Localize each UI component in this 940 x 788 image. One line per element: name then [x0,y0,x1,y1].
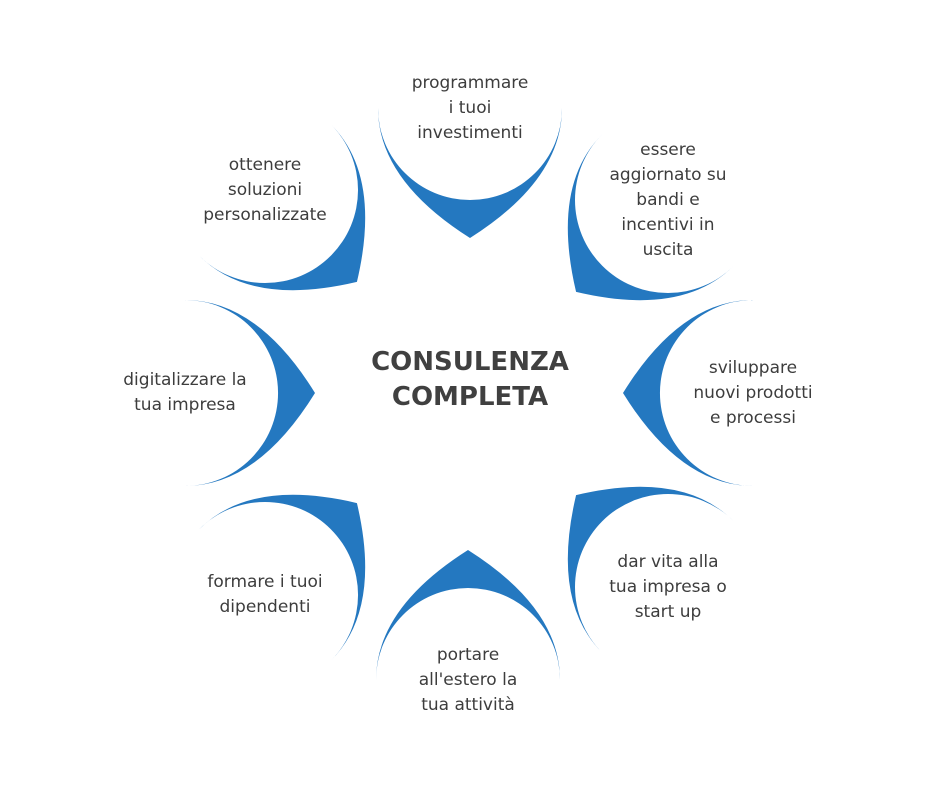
pin-lower-right [567,486,745,664]
pin-left [108,300,315,487]
pin-label-lower-right: dar vita alla tua impresa o start up [609,551,727,622]
center-title: CONSULENZA COMPLETA [371,347,569,412]
pin-label-upper-right: essere aggiornato su bandi e incentivi i… [609,139,727,260]
pin-right [623,300,830,486]
pin-circle-right [676,316,830,470]
pin-shape-bottom [376,550,560,680]
pin-circle-upper-right [591,123,745,277]
pin-label-left: digitalizzare la tua impresa [123,370,247,415]
pin-upper-right [567,123,745,301]
pin-shape-right [623,300,753,486]
pin-upper-left [188,113,366,291]
pin-label-lower-left: formare i tuoi dipendenti [207,572,323,617]
pin-circle-lower-left [188,518,342,672]
pin-circle-left [108,316,262,470]
pin-circle-top [393,31,547,185]
pin-shape-lower-left [199,494,366,661]
pin-shape-upper-left [199,124,366,291]
pin-label-bottom: portare all'estero la tua attività [418,644,518,715]
pin-label-right: sviluppare nuovi prodotti e processi [693,357,813,428]
pin-shape-left [185,300,315,487]
pin-lower-left [188,494,366,672]
pin-label-upper-left: ottenere soluzioni personalizzate [203,154,327,225]
pin-shape-upper-right [567,134,734,301]
pin-circle-upper-left [188,113,342,267]
pin-circle-bottom [391,603,545,757]
pin-circle-lower-right [591,510,745,664]
pin-bottom [376,550,560,757]
pin-shape-lower-right [567,486,734,653]
pin-label-top: programmare i tuoi investimenti [411,72,529,143]
pin-shape-top [378,108,562,238]
pin-top [378,31,562,238]
